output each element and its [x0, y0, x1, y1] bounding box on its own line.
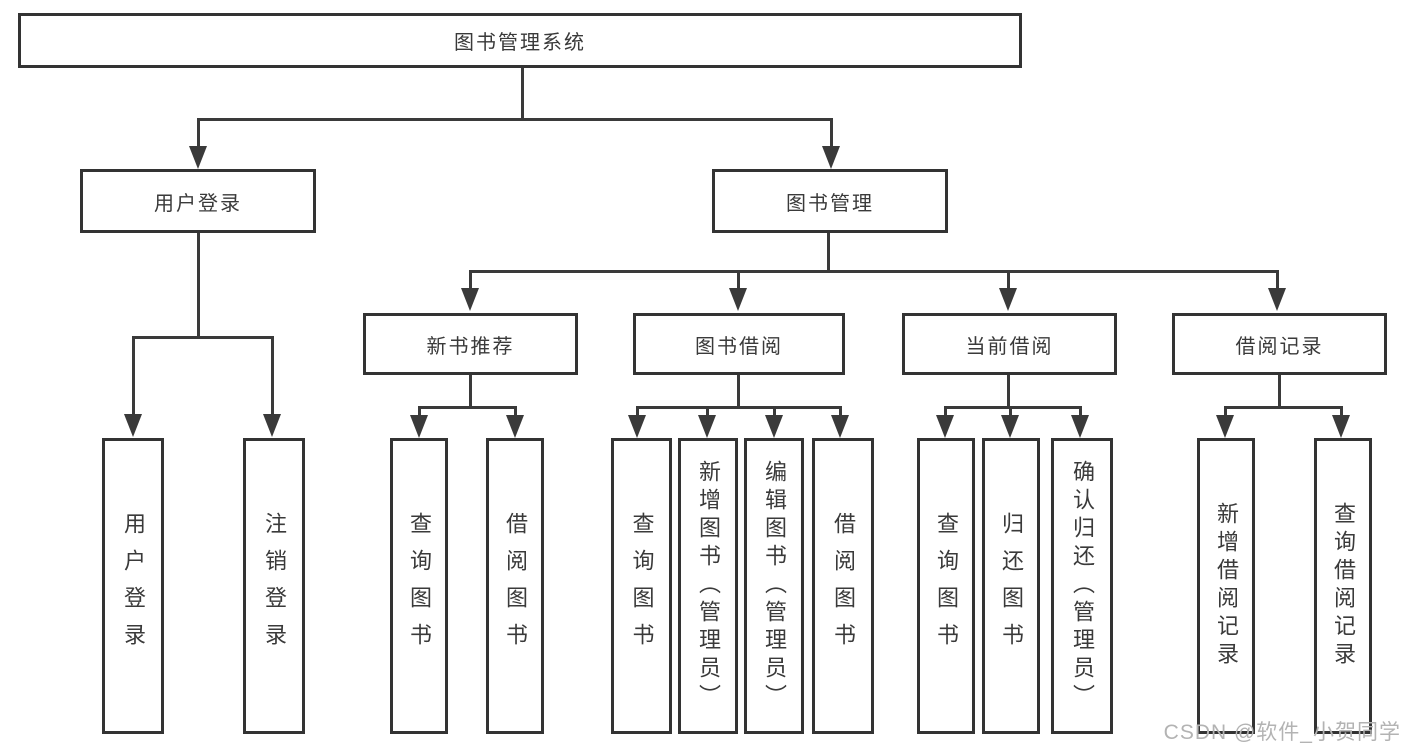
connector-line — [1009, 406, 1012, 416]
leaf-query-books-3: 查询图书 — [917, 438, 975, 734]
leaf-add-borrow-record: 新增借阅记录 — [1197, 438, 1255, 734]
connector-line — [469, 375, 472, 406]
leaf-logout: 注销登录 — [243, 438, 305, 734]
connector-line — [1079, 406, 1082, 416]
arrow-down-icon — [1001, 415, 1019, 438]
connector-line — [132, 336, 135, 415]
connector-line — [827, 233, 830, 270]
leaf-query-books-1: 查询图书 — [390, 438, 448, 734]
leaf-borrow-books-2-label: 借阅图书 — [831, 512, 856, 660]
connector-line — [1007, 270, 1010, 290]
arrow-down-icon — [822, 146, 840, 169]
leaf-borrow-books-1-label: 借阅图书 — [503, 512, 528, 660]
connector-line — [514, 406, 517, 416]
arrow-down-icon — [410, 415, 428, 438]
arrow-down-icon — [1071, 415, 1089, 438]
connector-line — [197, 118, 200, 148]
node-current-borrowing: 当前借阅 — [902, 313, 1117, 375]
node-new-book-recommend-label: 新书推荐 — [426, 335, 515, 358]
connector-line — [706, 406, 709, 416]
connector-line — [773, 406, 776, 416]
arrow-down-icon — [189, 146, 207, 169]
arrow-down-icon — [1216, 415, 1234, 438]
arrow-down-icon — [1332, 415, 1350, 438]
leaf-confirm-return-admin: 确认归还（管理员） — [1051, 438, 1113, 734]
leaf-edit-books-admin: 编辑图书（管理员） — [744, 438, 804, 734]
node-book-management-label: 图书管理 — [786, 192, 874, 215]
leaf-edit-books-admin-label: 编辑图书（管理员） — [762, 460, 787, 712]
arrow-down-icon — [628, 415, 646, 438]
connector-line — [1278, 375, 1281, 406]
node-borrowing-records-label: 借阅记录 — [1235, 335, 1324, 358]
connector-line — [737, 270, 740, 290]
leaf-add-books-admin: 新增图书（管理员） — [678, 438, 738, 734]
connector-line — [944, 406, 1082, 409]
leaf-borrow-books-1: 借阅图书 — [486, 438, 544, 734]
leaf-borrow-books-2: 借阅图书 — [812, 438, 874, 734]
leaf-confirm-return-admin-label: 确认归还（管理员） — [1070, 460, 1095, 712]
node-borrowing-records: 借阅记录 — [1172, 313, 1387, 375]
connector-line — [944, 406, 947, 416]
leaf-add-books-admin-label: 新增图书（管理员） — [696, 460, 721, 712]
node-new-book-recommend: 新书推荐 — [363, 313, 578, 375]
connector-line — [132, 336, 274, 339]
arrow-down-icon — [698, 415, 716, 438]
leaf-return-books: 归还图书 — [982, 438, 1040, 734]
connector-line — [197, 118, 833, 121]
connector-line — [271, 336, 274, 415]
connector-line — [521, 68, 524, 118]
leaf-query-books-3-label: 查询图书 — [934, 512, 959, 660]
arrow-down-icon — [1268, 288, 1286, 311]
connector-line — [418, 406, 517, 409]
arrow-down-icon — [999, 288, 1017, 311]
connector-line — [830, 118, 833, 148]
node-current-borrowing-label: 当前借阅 — [965, 335, 1054, 358]
leaf-user-login: 用户登录 — [102, 438, 164, 734]
connector-line — [1340, 406, 1343, 416]
leaf-return-books-label: 归还图书 — [999, 512, 1024, 660]
connector-line — [636, 406, 842, 409]
connector-line — [1224, 406, 1343, 409]
arrow-down-icon — [831, 415, 849, 438]
connector-line — [636, 406, 639, 416]
node-user-login-label: 用户登录 — [154, 192, 242, 215]
connector-line — [1276, 270, 1279, 290]
connector-line — [839, 406, 842, 416]
node-user-login: 用户登录 — [80, 169, 316, 233]
connector-line — [469, 270, 472, 290]
connector-line — [1224, 406, 1227, 416]
leaf-query-borrow-record-label: 查询借阅记录 — [1331, 502, 1356, 670]
watermark: CSDN @软件_小贺同学 — [1163, 721, 1401, 744]
arrow-down-icon — [506, 415, 524, 438]
leaf-add-borrow-record-label: 新增借阅记录 — [1214, 502, 1239, 670]
node-book-borrowing: 图书借阅 — [633, 313, 845, 375]
leaf-user-login-label: 用户登录 — [121, 512, 146, 660]
arrow-down-icon — [729, 288, 747, 311]
arrow-down-icon — [936, 415, 954, 438]
connector-line — [737, 375, 740, 406]
connector-line — [418, 406, 421, 416]
arrow-down-icon — [765, 415, 783, 438]
arrow-down-icon — [124, 414, 142, 437]
leaf-query-books-1-label: 查询图书 — [407, 512, 432, 660]
connector-line — [469, 270, 1279, 273]
connector-line — [197, 233, 200, 336]
arrow-down-icon — [263, 414, 281, 437]
node-root-label: 图书管理系统 — [454, 32, 586, 54]
node-root: 图书管理系统 — [18, 13, 1022, 68]
arrow-down-icon — [461, 288, 479, 311]
leaf-logout-label: 注销登录 — [262, 512, 287, 660]
leaf-query-borrow-record: 查询借阅记录 — [1314, 438, 1372, 734]
node-book-borrowing-label: 图书借阅 — [695, 335, 783, 358]
connector-line — [1007, 375, 1010, 406]
node-book-management: 图书管理 — [712, 169, 948, 233]
leaf-query-books-2: 查询图书 — [611, 438, 672, 734]
leaf-query-books-2-label: 查询图书 — [629, 512, 655, 660]
